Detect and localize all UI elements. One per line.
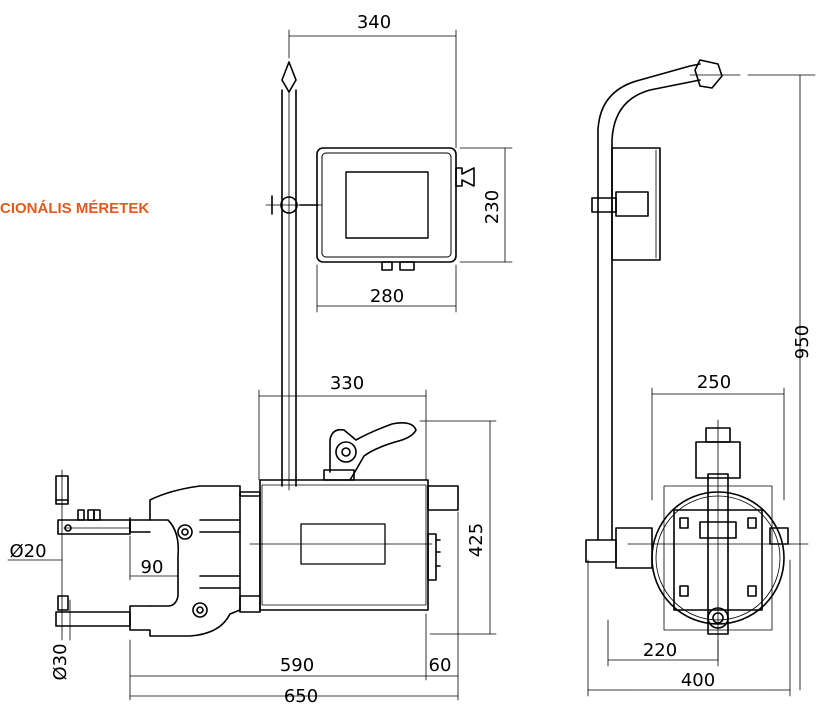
dim-220-lines bbox=[607, 619, 719, 667]
side-control-box bbox=[591, 147, 661, 261]
dim-90-label: 90 bbox=[141, 557, 164, 578]
dim-340-label: 340 bbox=[357, 12, 391, 33]
dim-330-lines bbox=[258, 389, 427, 481]
mast-rod bbox=[281, 61, 297, 491]
dim-220-label: 220 bbox=[643, 640, 677, 661]
dim-590-label: 590 bbox=[280, 655, 314, 676]
dim-d30-label: Ø30 bbox=[50, 643, 71, 680]
dim-280-lines bbox=[316, 264, 457, 313]
dim-950-label: 950 bbox=[792, 325, 813, 359]
dim-230-lines bbox=[459, 147, 513, 263]
side-mast bbox=[597, 59, 816, 541]
dim-340-lines bbox=[288, 29, 457, 149]
dimension-labels: 340 230 280 330 425 590 60 650 90 Ø20 Ø3… bbox=[9, 12, 813, 707]
handle bbox=[323, 422, 417, 481]
dim-425-label: 425 bbox=[466, 523, 487, 557]
main-body bbox=[249, 479, 459, 611]
dim-650-label: 650 bbox=[284, 686, 318, 707]
dim-400-lines bbox=[587, 559, 791, 697]
dim-250-lines bbox=[651, 387, 785, 501]
electrode-tips bbox=[55, 469, 131, 641]
dim-60-label: 60 bbox=[429, 655, 452, 676]
dim-590-650-lines bbox=[129, 511, 459, 701]
dim-400-label: 400 bbox=[681, 670, 715, 691]
dim-250-label: 250 bbox=[697, 372, 731, 393]
dim-230-label: 230 bbox=[482, 190, 503, 224]
dim-d20-label: Ø20 bbox=[9, 541, 46, 562]
section-heading: CIONÁLIS MÉRETEK bbox=[0, 200, 150, 217]
side-body bbox=[585, 419, 809, 661]
mast-clamp bbox=[265, 195, 323, 215]
control-box bbox=[316, 147, 475, 271]
dim-90-lines bbox=[129, 535, 179, 581]
dim-330-label: 330 bbox=[330, 373, 364, 394]
dim-425-lines bbox=[419, 420, 497, 635]
dim-280-label: 280 bbox=[370, 286, 404, 307]
